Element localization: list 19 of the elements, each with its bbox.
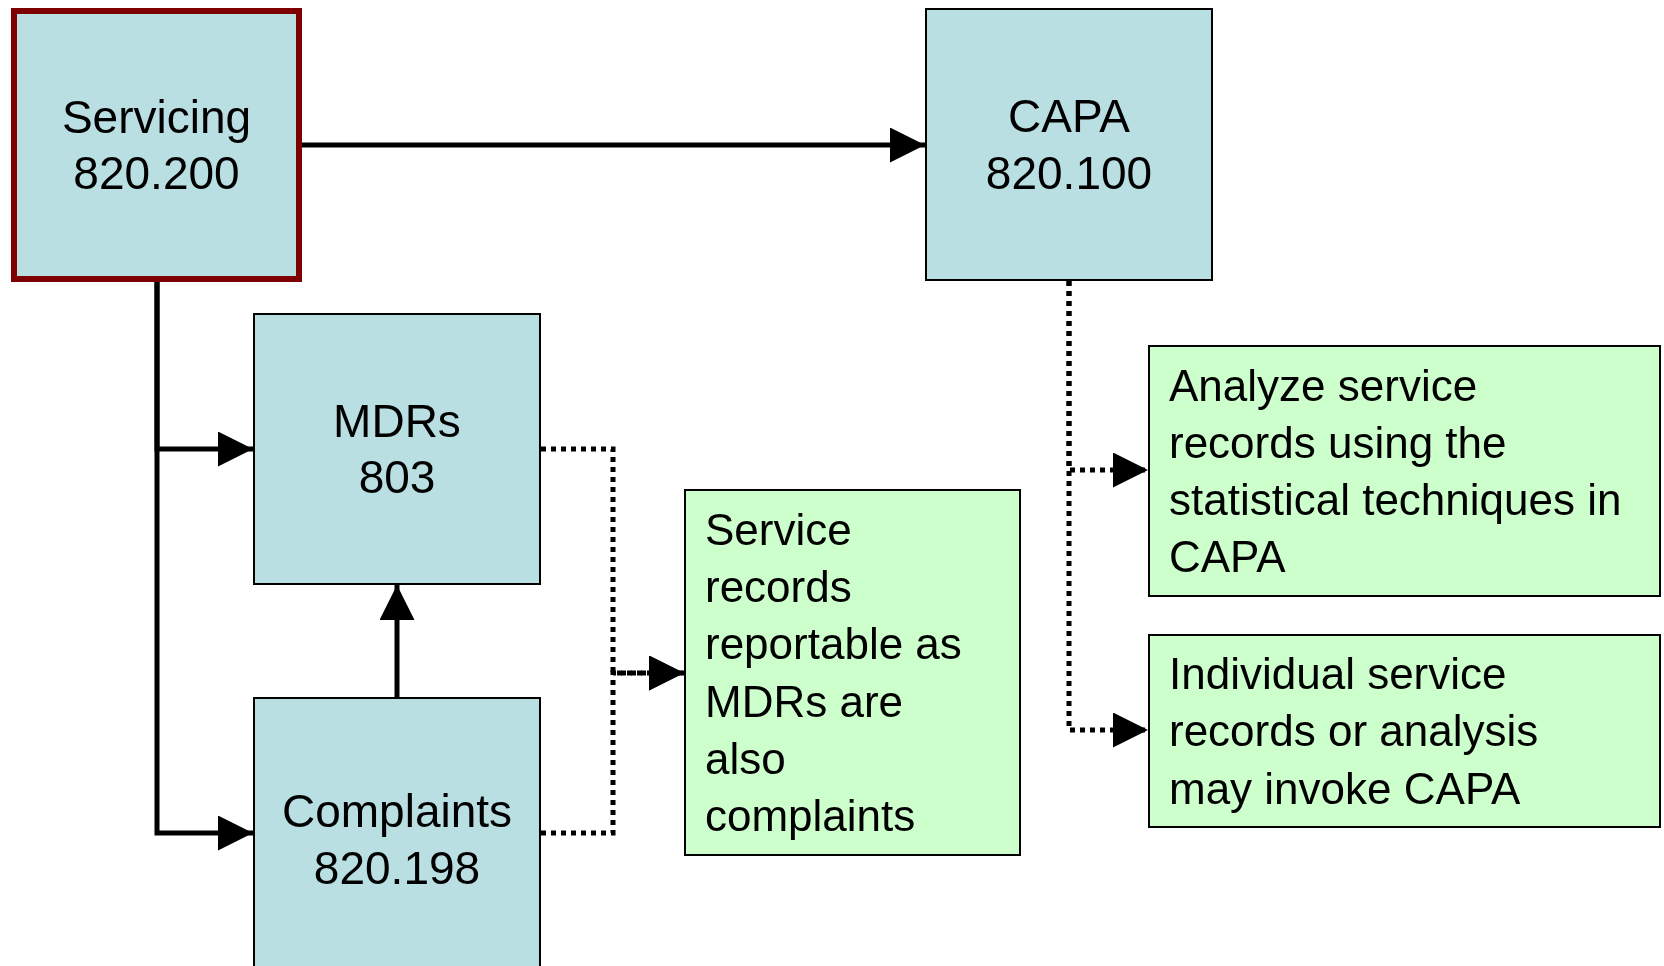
box-label: CAPA 820.100 <box>984 89 1154 201</box>
box-label: Individual service records or analysis may invoke CAPA <box>1169 648 1540 815</box>
box-label: Service records reportable as MDRs are also complaints <box>705 503 963 842</box>
arrow <box>1066 281 1148 748</box>
arrow <box>379 585 415 697</box>
box-label: Complaints 820.198 <box>280 784 514 896</box>
arrow <box>302 127 925 163</box>
arrow <box>154 282 253 851</box>
process-box <box>253 313 541 585</box>
arrow <box>541 655 684 836</box>
box-label: MDRs 803 <box>332 393 462 505</box>
process-box <box>11 8 302 282</box>
process-box <box>925 8 1213 281</box>
note-box <box>1148 345 1661 597</box>
box-label: Analyze service records using the statistical techniques in CAPA <box>1169 359 1623 584</box>
process-box <box>253 697 541 966</box>
box-label: Servicing 820.200 <box>60 89 253 201</box>
note-box <box>1148 634 1661 828</box>
note-box <box>684 489 1021 856</box>
